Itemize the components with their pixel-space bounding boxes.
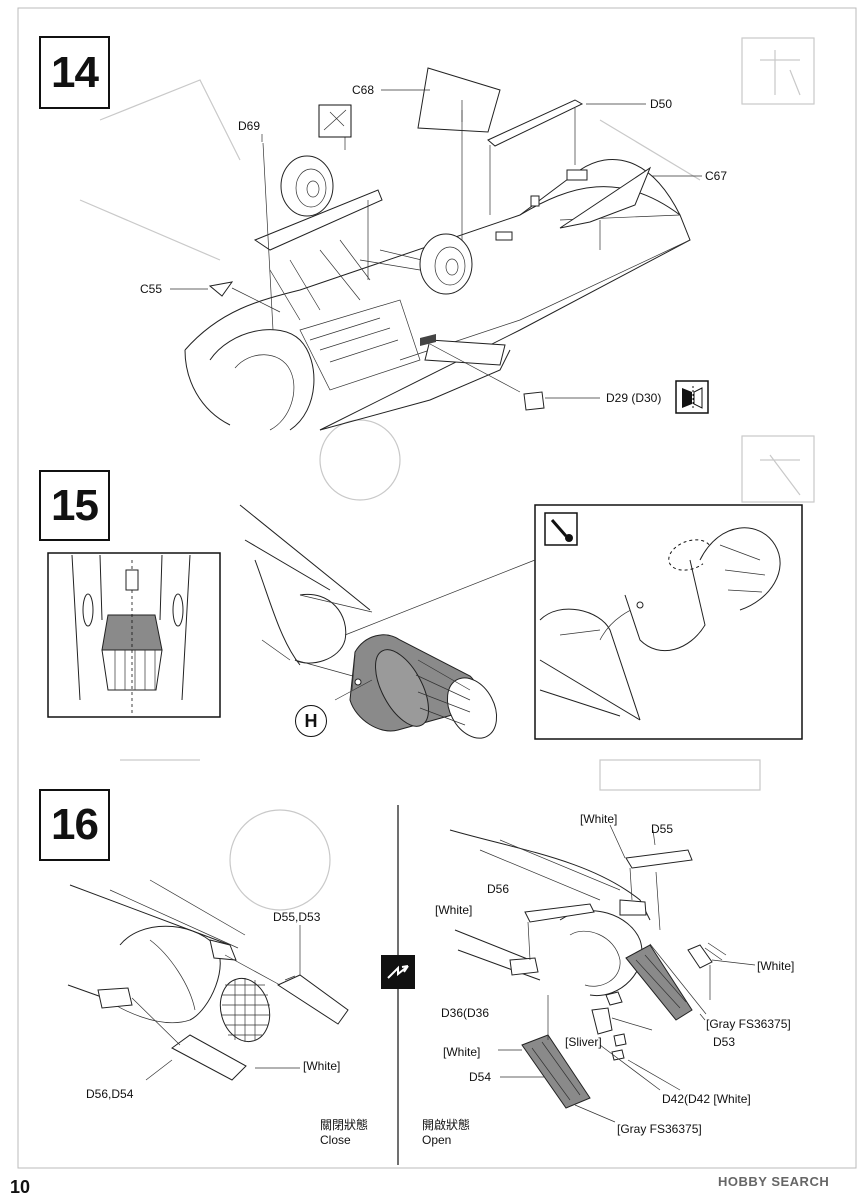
open-label-d55: D55 xyxy=(651,822,674,836)
closed-label-d55-d53: D55,D53 xyxy=(273,910,321,924)
open-label-d42: D42(D42 [White] xyxy=(662,1092,751,1106)
open-caption-cjk: 開啟狀態 xyxy=(422,1118,471,1132)
open-label-white-left: [White] xyxy=(435,903,473,917)
open-label-d54: D54 xyxy=(469,1070,492,1084)
part-label-c55: C55 xyxy=(140,282,163,296)
step15-exhaust-nozzle-part-h xyxy=(334,634,498,739)
closed-caption-en: Close xyxy=(320,1133,351,1147)
detail-inset-icon xyxy=(318,104,352,138)
step-14-number: 14 xyxy=(39,36,110,109)
step14-assembly-lines xyxy=(170,89,702,399)
glue-icon xyxy=(544,512,578,546)
step15-inset-box xyxy=(47,552,221,718)
open-label-white-right: [White] xyxy=(757,959,795,973)
step14-parts xyxy=(208,67,652,411)
open-label-sliver: [Sliver] xyxy=(565,1035,602,1049)
open-label-d56: D56 xyxy=(487,882,510,896)
part-h-letter: H xyxy=(304,710,318,731)
part-label-d50: D50 xyxy=(650,97,673,111)
step16-closed-fuselage xyxy=(67,879,349,1081)
open-state-caption: 開啟狀態 Open xyxy=(422,1118,470,1148)
step14-wheels xyxy=(280,155,473,295)
open-label-gray-right: [Gray FS36375] xyxy=(706,1017,791,1031)
part-label-d29-d30: D29 (D30) xyxy=(606,391,662,405)
step16-open-fuselage xyxy=(449,824,756,1123)
closed-state-caption: 關閉狀態 Close xyxy=(320,1118,368,1148)
step15-fuselage-rear xyxy=(239,504,373,679)
part-label-c68: C68 xyxy=(352,83,375,97)
open-label-d53: D53 xyxy=(713,1035,736,1049)
open-label-gray-bottom: [Gray FS36375] xyxy=(617,1122,702,1136)
page-number: 10 xyxy=(10,1177,31,1197)
step-16-number: 16 xyxy=(39,789,110,861)
watermark-text: HOBBY SEARCH xyxy=(718,1174,830,1189)
open-label-d36: D36(D36 xyxy=(441,1006,490,1020)
open-close-toggle-icon xyxy=(381,955,415,989)
part-h-circle-label: H xyxy=(295,705,327,737)
closed-label-white: [White] xyxy=(303,1059,341,1073)
closed-caption-cjk: 關閉狀態 xyxy=(320,1118,369,1132)
step14-fuselage-underside xyxy=(184,158,691,431)
part-label-c67: C67 xyxy=(705,169,728,183)
mirror-pair-icon xyxy=(675,380,709,414)
part-label-d69: D69 xyxy=(238,119,261,133)
bleed-through-art xyxy=(79,37,815,911)
open-label-white-lower: [White] xyxy=(443,1045,481,1059)
open-label-white-top: [White] xyxy=(580,812,618,826)
closed-label-d56-d54: D56,D54 xyxy=(86,1087,134,1101)
step15-detail-box xyxy=(344,504,803,740)
open-caption-en: Open xyxy=(422,1133,452,1147)
step-15-number: 15 xyxy=(39,470,110,541)
